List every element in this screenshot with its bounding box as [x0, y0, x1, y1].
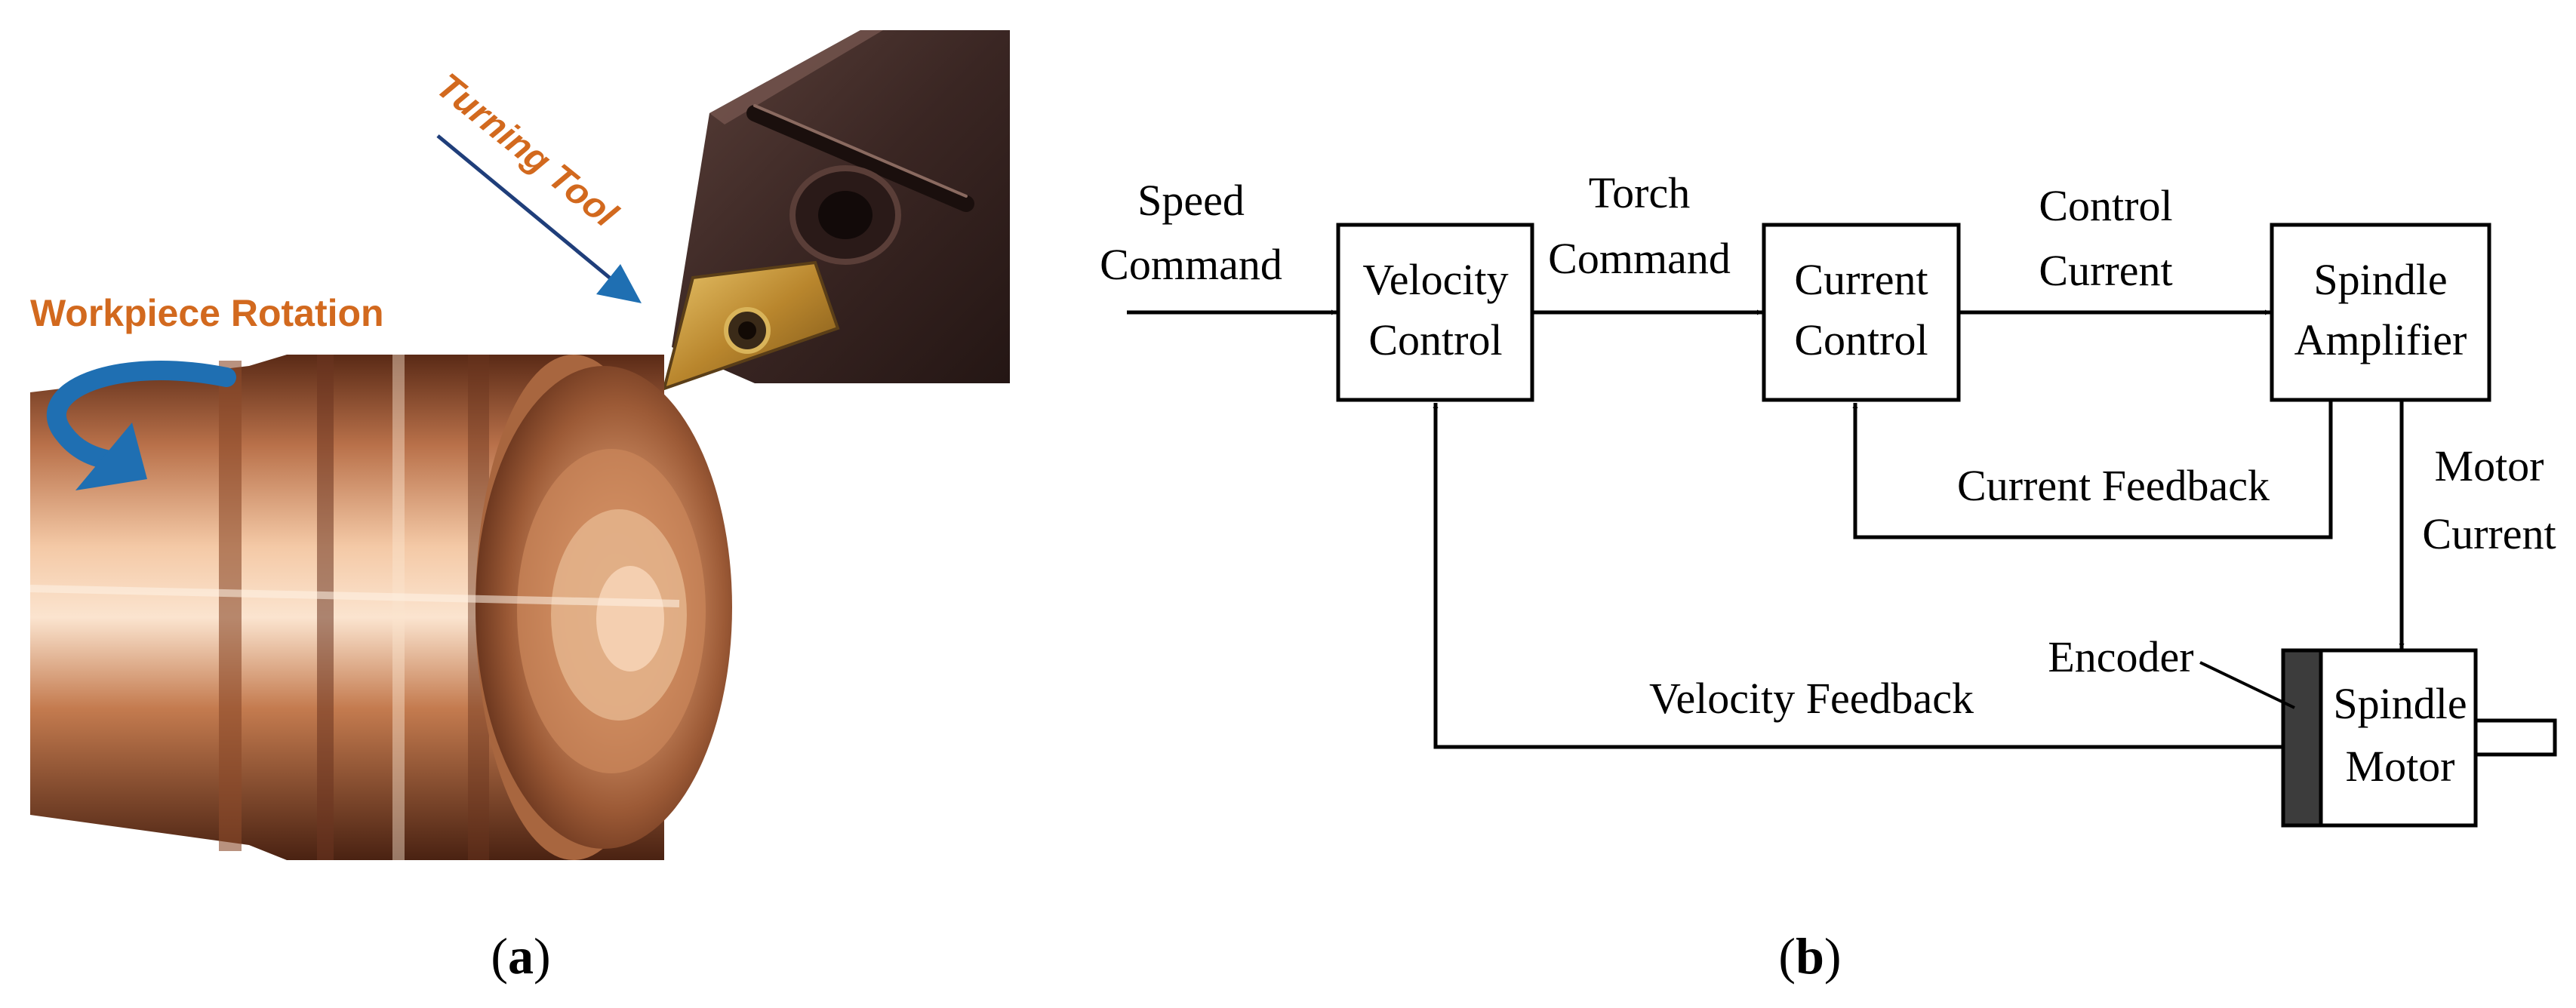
torch-command-line1: Torch — [1589, 168, 1690, 217]
velocity-feedback-line — [1433, 403, 2283, 749]
workpiece-rotation-label: Workpiece Rotation — [30, 292, 384, 334]
velocity-control-line1: Velocity — [1362, 255, 1508, 304]
control-current-line2: Current — [2039, 246, 2172, 295]
spindle-amplifier-block: Spindle Amplifier — [2270, 223, 2491, 402]
current-control-line2: Control — [1794, 315, 1928, 364]
cutting-insert — [662, 260, 840, 392]
spindle-motor-block: Spindle Motor — [2281, 648, 2557, 828]
panel-a-label: (a) — [491, 927, 550, 985]
spindle-amplifier-line2: Amplifier — [2294, 315, 2467, 364]
workpiece — [29, 355, 732, 860]
spindle-motor-line1: Spindle — [2333, 679, 2467, 728]
lathe-photo — [29, 30, 1010, 860]
encoder-label: Encoder — [2048, 632, 2193, 681]
encoder-strip — [2281, 648, 2323, 828]
tool-pointer-arrowhead — [596, 264, 642, 303]
velocity-control-block: Velocity Control — [1336, 223, 1534, 402]
motor-current-line2: Current — [2422, 509, 2556, 558]
spindle-motor-line2: Motor — [2346, 742, 2455, 791]
velocity-feedback-label: Velocity Feedback — [1649, 674, 1974, 723]
tool-pointer-arrow — [436, 134, 613, 281]
speed-command-line1: Speed — [1137, 176, 1245, 225]
current-control-line1: Current — [1794, 255, 1928, 304]
encoder-leader-line — [2199, 661, 2295, 709]
panel-b: Velocity Control Current Control Spindle… — [1100, 168, 2557, 985]
rotation-arrow — [46, 360, 236, 470]
motor-shaft — [2473, 718, 2557, 757]
speed-command-line2: Command — [1100, 240, 1282, 289]
spindle-amplifier-line1: Spindle — [2313, 255, 2447, 304]
panel-b-label: (b) — [1778, 927, 1841, 985]
current-feedback-line — [1852, 400, 2333, 539]
current-feedback-label: Current Feedback — [1957, 461, 2270, 510]
torch-command-line2: Command — [1548, 234, 1731, 283]
motor-current-line1: Motor — [2435, 441, 2544, 490]
control-current-line1: Control — [2039, 181, 2172, 230]
panel-a: Workpiece Rotation Turning Tool (a) — [29, 30, 1010, 985]
rotation-arrowhead — [75, 423, 147, 490]
current-control-block: Current Control — [1762, 223, 1961, 402]
velocity-control-line2: Control — [1368, 315, 1502, 364]
